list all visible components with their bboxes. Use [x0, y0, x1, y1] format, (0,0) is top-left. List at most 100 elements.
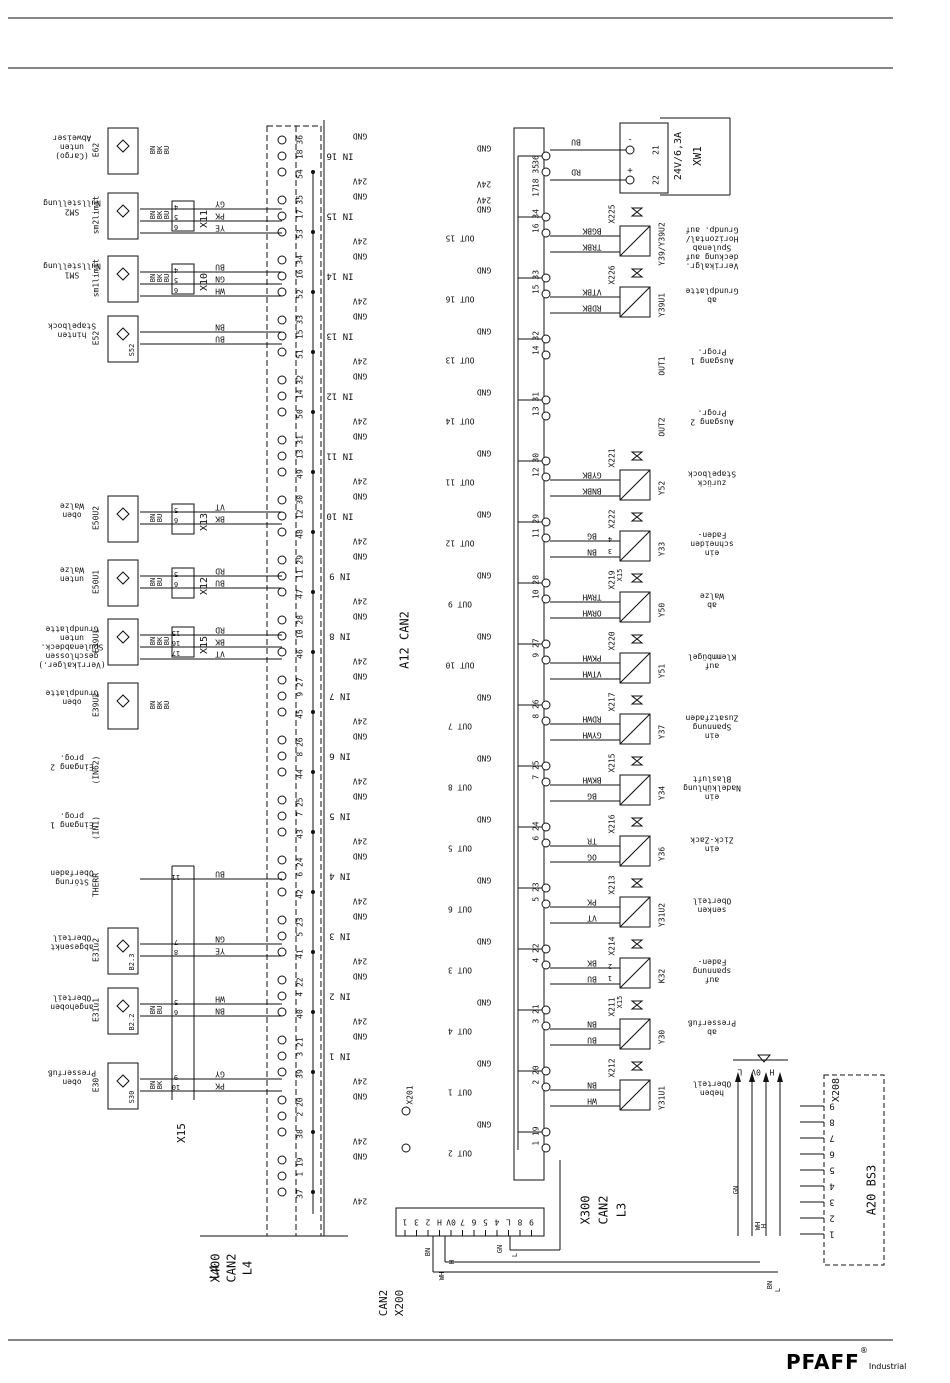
x300-gnd-label: GND — [477, 205, 492, 214]
a20-pin: 2 — [829, 1213, 834, 1223]
x400-pin — [277, 855, 287, 865]
x300-gnd-label: GND — [477, 693, 492, 702]
input-switch-code: S52 — [128, 344, 136, 357]
x200-pin: 5 — [483, 1218, 488, 1227]
output-description: deckung auf — [685, 253, 738, 262]
x400-gnd-label: GND — [353, 1092, 368, 1101]
x400-pin — [277, 1187, 287, 1197]
x400-pin — [277, 587, 287, 597]
x300-label: CAN2 — [597, 1196, 611, 1225]
x300-pin — [541, 578, 551, 588]
a20-wire-color: WH — [754, 1222, 762, 1230]
wire-color-label: BN — [587, 548, 597, 557]
bus-signal-label: H — [769, 1068, 774, 1077]
x300-pin — [541, 700, 551, 710]
x300-label: X300 — [579, 1196, 593, 1225]
input-description: unten — [60, 143, 84, 152]
x300-gnd-label: GND — [477, 510, 492, 519]
wire-color-label: TR — [587, 837, 597, 846]
input-description: prog. — [60, 812, 84, 821]
wire-color-label: BN — [587, 1020, 597, 1029]
valve-icon — [630, 268, 644, 278]
output-description: Klemmbügel — [688, 653, 736, 662]
x400-gnd-label: GND — [353, 1152, 368, 1161]
plug-pin-number: 15 — [172, 629, 180, 637]
x400-pin-number: 14 32 — [296, 375, 305, 399]
input-description: Abweiser — [53, 134, 92, 143]
xw1-sign: + — [627, 165, 633, 175]
wire-color-label: BU — [587, 975, 597, 984]
plug-x11 — [171, 200, 195, 232]
wire-color-label: GYWH — [582, 731, 601, 740]
x201-marker — [401, 1106, 411, 1116]
output-description: Zusatzfaden — [685, 714, 738, 723]
sensor-e31u2 — [107, 927, 139, 975]
x400-pin — [277, 151, 287, 161]
output-description: Nadelkühlung — [683, 784, 741, 793]
input-description: Walze — [60, 502, 84, 511]
valve-icon — [630, 695, 644, 705]
x300-pin — [541, 838, 551, 848]
x400-24v-label: 24V — [353, 237, 368, 246]
x400-24v-label: 24V — [353, 177, 368, 186]
x400-24v-label: 24V — [353, 957, 368, 966]
x400-pin-number: 4 22 — [296, 977, 305, 996]
x300-pin — [541, 944, 551, 954]
x400-gnd-label: GND — [353, 552, 368, 561]
x300-pin-number: 5 23 — [532, 882, 541, 901]
x400-24v-label: 24V — [353, 837, 368, 846]
wire-color-label: BNBK — [582, 487, 601, 496]
input-description: unten — [60, 634, 84, 643]
output-description: ein — [705, 845, 720, 854]
x300-pin — [541, 960, 551, 970]
x300-gnd-label: GND — [477, 754, 492, 763]
brand-subtitle: Industrial — [868, 1362, 907, 1371]
x400-pin — [277, 811, 287, 821]
output-code: OUT1 — [658, 356, 667, 375]
output-plug-pin: 4 — [608, 535, 612, 543]
x300-pin-number: 18 35 — [532, 164, 541, 188]
wire-color-label: VT — [215, 503, 225, 512]
plug-pin-number: 8 — [174, 948, 178, 956]
wire-color-label: VT — [587, 914, 597, 923]
sensor-wire-color: BU — [156, 578, 164, 586]
x400-pin — [277, 1067, 287, 1077]
output-description: Faden- — [698, 958, 727, 967]
x300-pin — [541, 899, 551, 909]
x400-pin — [277, 1111, 287, 1121]
x300-pin-number: 17 — [532, 187, 541, 197]
plug-x10 — [171, 263, 195, 295]
x300-pin — [541, 883, 551, 893]
x400-input-name: IN 9 — [329, 571, 351, 581]
x400-pin — [277, 615, 287, 625]
xw1-pin — [625, 175, 635, 185]
sensor-diamond-icon — [116, 139, 130, 153]
sensor-wire-color: BU — [163, 274, 171, 282]
valve-icon — [630, 756, 644, 766]
x200-pin: 8 — [517, 1218, 522, 1227]
a20-wire-color: GN — [732, 1186, 740, 1194]
output-description: zurück — [697, 479, 726, 488]
x400-24v-label: 24V — [353, 897, 368, 906]
valve-plug-label: X214 — [608, 936, 617, 955]
output-description: Spannung — [693, 723, 732, 732]
x400-pin-number: 53 — [296, 229, 305, 239]
input-description: oben — [62, 698, 81, 707]
output-description: ein — [705, 793, 720, 802]
x300-output-name: OUT 16 — [445, 295, 474, 304]
output-description: Grundplatte — [685, 287, 738, 296]
input-description: Grundplatte — [45, 625, 98, 634]
x400-gnd-label: GND — [353, 372, 368, 381]
plug-x13 — [171, 503, 195, 535]
x200-connector — [395, 1207, 545, 1237]
wire-color-label: VTBK — [582, 288, 601, 297]
input-code: THERR — [92, 873, 101, 897]
wire-color-label: RDBK — [582, 304, 601, 313]
wire-color-label: VTWH — [582, 670, 601, 679]
sensor-wire-color: BU — [163, 211, 171, 219]
valve-y37 — [619, 713, 651, 745]
input-description: Eingang 1 — [50, 821, 94, 830]
sensor-wire-color: BN — [149, 1081, 157, 1089]
x400-24v-label: 24V — [353, 1077, 368, 1086]
